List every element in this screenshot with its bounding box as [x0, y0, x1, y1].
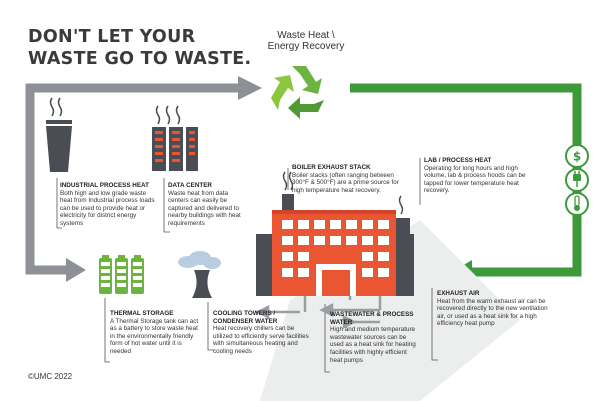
- gray-flow-arrowhead-lower: [66, 258, 86, 282]
- industrial-heading: INDUSTRIAL PROCESS HEAT: [60, 182, 149, 189]
- wastewater-heading: WASTEWATER & PROCESS WATER: [330, 311, 414, 326]
- wastewater-text: High and medium temperature wastewater s…: [330, 326, 416, 364]
- industrial-stack-icon: [46, 97, 72, 172]
- center-label-line-2: Energy Recovery: [267, 41, 345, 52]
- title-line-2: WASTE GO TO WASTE.: [28, 49, 252, 69]
- gray-flow-arrowhead: [238, 76, 262, 100]
- copyright-footer: ©UMC 2022: [28, 372, 73, 381]
- thermal-label: THERMAL STORAGE A Thermal Storage tank c…: [110, 310, 200, 356]
- thermal-text: A Thermal Storage tank can act as a batt…: [110, 317, 199, 355]
- exhaust-heading: EXHAUST AIR: [437, 290, 480, 297]
- exhaust-label: EXHAUST AIR Heat from the warm exhaust a…: [437, 290, 555, 328]
- thermal-heading: THERMAL STORAGE: [110, 310, 174, 317]
- lab-heading: LAB / PROCESS HEAT: [424, 157, 492, 164]
- lab-label: LAB / PROCESS HEAT Operating for long ho…: [424, 157, 536, 195]
- building-icon: [256, 171, 414, 296]
- svg-text:$: $: [573, 150, 581, 164]
- cooling-tower-icon: [178, 251, 221, 298]
- center-label-line-1: Waste Heat \: [277, 30, 335, 41]
- datacenter-text: Waste heat from data centers can easily …: [168, 189, 241, 227]
- cooling-label: COOLING TOWERS / CONDENSER WATER Heat re…: [213, 310, 313, 356]
- page-title: DON'T LET YOUR WASTE GO TO WASTE.: [28, 26, 252, 70]
- title-line-1: DON'T LET YOUR: [28, 27, 196, 47]
- thermometer-icon: [565, 192, 589, 216]
- lab-text: Operating for long hours and high volume…: [424, 164, 526, 195]
- dollar-icon: $: [565, 144, 589, 168]
- data-center-icon: [152, 105, 198, 171]
- boiler-heading: BOILER EXHAUST STACK: [292, 164, 371, 171]
- outflow-arrows: [255, 296, 382, 330]
- industrial-text: Both high and low grade waste heat from …: [60, 189, 155, 227]
- industrial-label: INDUSTRIAL PROCESS HEAT Both high and lo…: [60, 182, 156, 228]
- datacenter-heading: DATA CENTER: [168, 182, 212, 189]
- battery-icon: [99, 255, 144, 294]
- cooling-heading: COOLING TOWERS / CONDENSER WATER: [213, 310, 278, 325]
- boiler-label: BOILER EXHAUST STACK Boiler stacks (ofte…: [292, 164, 404, 194]
- boiler-text: Boiler stacks (often ranging between 300…: [292, 171, 399, 194]
- recycle-icon: [271, 66, 324, 119]
- leader-lines: [56, 158, 438, 373]
- plug-icon: [565, 168, 589, 192]
- cooling-text: Heat recovery chillers can be utilized t…: [213, 325, 309, 355]
- datacenter-label: DATA CENTER Waste heat from data centers…: [168, 182, 250, 228]
- center-label: Waste Heat \ Energy Recovery: [262, 30, 350, 52]
- wastewater-label: WASTEWATER & PROCESS WATER High and medi…: [330, 311, 420, 364]
- gray-flow-path: [25, 83, 240, 275]
- exhaust-text: Heat from the warm exhaust air can be re…: [437, 297, 548, 328]
